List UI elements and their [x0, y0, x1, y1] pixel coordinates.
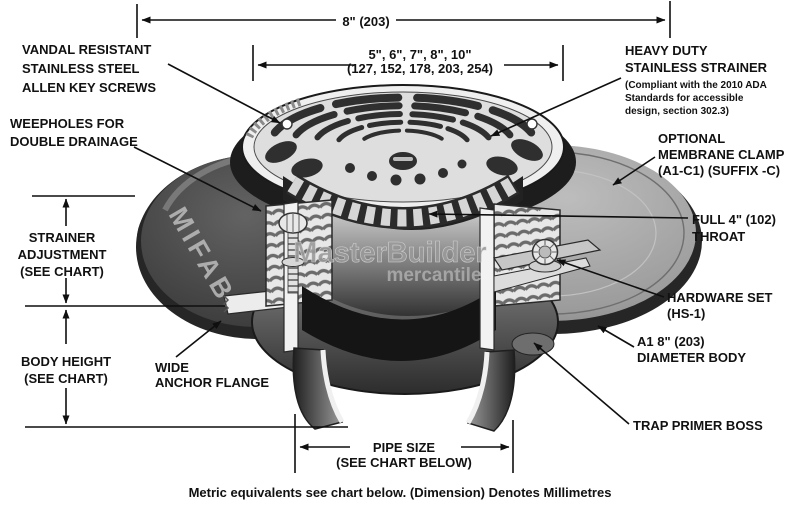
hardware-bolt-left: [278, 212, 308, 294]
hardware-bolt-right: [528, 238, 562, 273]
callout-body-height: BODY HEIGHT (SEE CHART): [20, 354, 112, 386]
watermark: MasterBuilder mercantile: [293, 237, 487, 286]
callout-pipe-size: PIPE SIZE (SEE CHART BELOW): [336, 440, 472, 470]
allen-screw-left: [281, 118, 293, 130]
metric-equivalents-caption: Metric equivalents see chart below. (Dim…: [188, 485, 612, 500]
rim-ribs: [245, 97, 304, 139]
callout-vandal-resistant-screws: VANDAL RESISTANT STAINLESS STEEL ALLEN K…: [22, 42, 157, 95]
callout-full-throat: FULL 4" (102) THROAT: [692, 212, 776, 244]
trap-primer-boss: [511, 332, 555, 356]
callout-optional-membrane-clamp: OPTIONAL MEMBRANE CLAMP (A1-C1) (SUFFIX …: [658, 131, 785, 178]
drain-body-group: MIFAB: [136, 84, 702, 432]
dimension-strainer-sizes: 5", 6", 7", 8", 10"(127, 152, 178, 203, …: [334, 48, 506, 76]
allen-screw-right: [526, 118, 538, 130]
callout-a1-diameter-body: A1 8" (203) DIAMETER BODY: [637, 334, 747, 365]
callout-trap-primer-boss: TRAP PRIMER BOSS: [633, 418, 763, 433]
strainer-holes: [265, 139, 543, 186]
pipe-legs: [292, 347, 516, 432]
strainer-grate: [241, 84, 565, 210]
dimension-linework: [25, 1, 689, 473]
callout-ada-note: (Compliant with the 2010 ADA Standards f…: [625, 80, 767, 117]
drain-throat: [331, 206, 495, 316]
callout-heavy-duty-strainer: HEAVY DUTY STAINLESS STRAINER: [625, 43, 768, 75]
callout-wide-anchor-flange: WIDE ANCHOR FLANGE: [155, 360, 270, 390]
strainer-sizes-mm: (127, 152, 178, 203, 254): [346, 61, 493, 76]
strainer-slots: [270, 93, 536, 143]
watermark-line2: mercantile: [386, 265, 481, 286]
callout-strainer-adjustment: STRAINER ADJUSTMENT (SEE CHART): [17, 230, 107, 279]
castellated-skirt: [286, 174, 520, 229]
watermark-line1: MasterBuilder: [293, 237, 486, 269]
callout-hardware-set: HARDWARE SET (HS-1): [667, 290, 773, 321]
cut-wall-right: [479, 207, 495, 351]
pipe-interior: [302, 286, 496, 361]
strainer-sizes-inches: 5", 6", 7", 8", 10": [368, 47, 472, 62]
dimension-overall-width: 8" (203): [342, 14, 390, 29]
callout-weepholes: WEEPHOLES FOR DOUBLE DRAINAGE: [10, 116, 138, 149]
